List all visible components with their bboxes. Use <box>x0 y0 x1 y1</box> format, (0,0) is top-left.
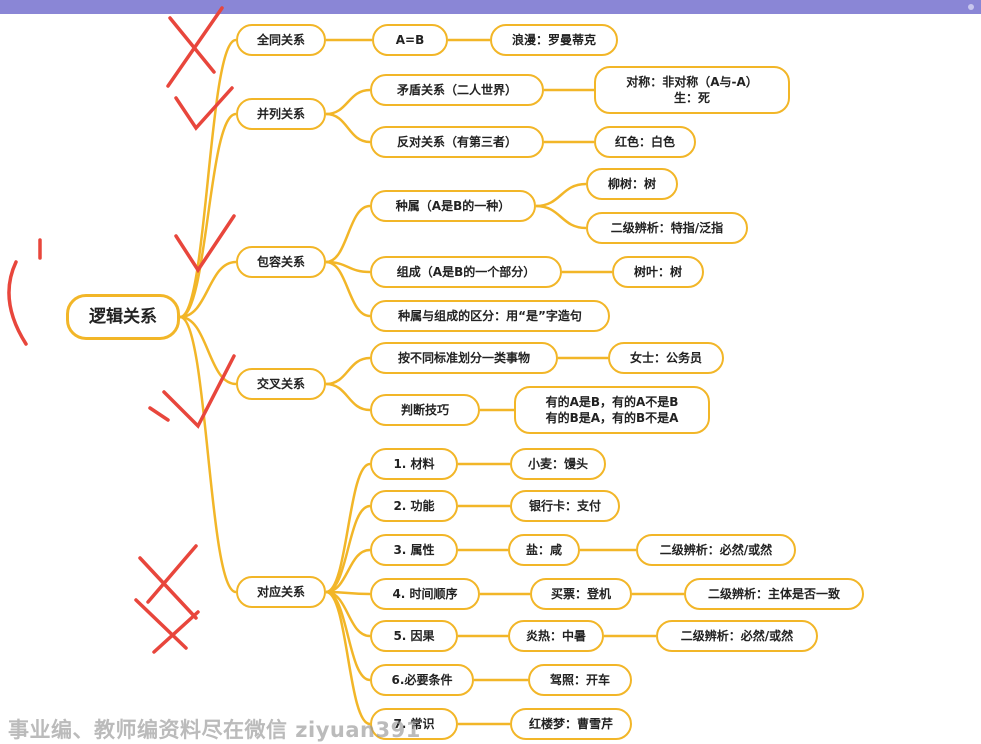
node-zucheng[interactable]: 组成（A是B的一个部分） <box>370 256 562 288</box>
watermark-text: 事业编、教师编资料尽在微信 ziyuan391 <box>8 718 421 742</box>
node-honglou[interactable]: 红楼梦：曹雪芹 <box>510 708 632 740</box>
node-biyao[interactable]: 6.必要条件 <box>370 664 474 696</box>
node-quantong[interactable]: 全同关系 <box>236 24 326 56</box>
connector-node-biaozhun <box>325 356 371 386</box>
node-baorong[interactable]: 包容关系 <box>236 246 326 278</box>
connector-node-gongneng <box>325 504 371 594</box>
node-shijian[interactable]: 4. 时间顺序 <box>370 578 480 610</box>
node-a-equals-b[interactable]: A=B <box>372 24 448 56</box>
node-gongneng[interactable]: 2. 功能 <box>370 490 458 522</box>
node-panduan[interactable]: 判断技巧 <box>370 394 480 426</box>
node-duiying[interactable]: 对应关系 <box>236 576 326 608</box>
connector-node-binglie <box>179 112 237 319</box>
connector-node-erji-tezhi <box>535 204 587 230</box>
node-nvshi[interactable]: 女士：公务员 <box>608 342 724 374</box>
window-control-icon[interactable] <box>968 4 974 10</box>
connector-node-quantong <box>179 38 237 319</box>
node-yan[interactable]: 盐：咸 <box>508 534 580 566</box>
node-fandui[interactable]: 反对关系（有第三者） <box>370 126 544 158</box>
connector-node-liushu <box>535 182 587 208</box>
node-biaozhun[interactable]: 按不同标准划分一类事物 <box>370 342 558 374</box>
node-jiaocha[interactable]: 交叉关系 <box>236 368 326 400</box>
node-cailiao[interactable]: 1. 材料 <box>370 448 458 480</box>
connector-node-qufen <box>325 260 371 318</box>
node-erji-biran-2[interactable]: 二级辨析：必然/或然 <box>656 620 818 652</box>
node-erji-tezhi[interactable]: 二级辨析：特指/泛指 <box>586 212 748 244</box>
node-yanre[interactable]: 炎热：中暑 <box>508 620 604 652</box>
node-shuye[interactable]: 树叶：树 <box>612 256 704 288</box>
root-node[interactable]: 逻辑关系 <box>66 294 180 340</box>
connector-node-duiying <box>179 315 237 594</box>
connector-node-fandui <box>325 112 371 144</box>
connector-node-cailiao <box>325 462 371 594</box>
node-duicheng[interactable]: 对称：非对称（A与-A） 生：死 <box>594 66 790 114</box>
node-xiaomai[interactable]: 小麦：馒头 <box>510 448 606 480</box>
node-langman[interactable]: 浪漫：罗曼蒂克 <box>490 24 618 56</box>
node-youde[interactable]: 有的A是B，有的A不是B 有的B是A，有的B不是A <box>514 386 710 434</box>
connector-node-biyao <box>325 590 371 682</box>
node-liushu[interactable]: 柳树：树 <box>586 168 678 200</box>
node-hongse[interactable]: 红色：白色 <box>594 126 696 158</box>
node-changshi[interactable]: 7. 常识 <box>370 708 458 740</box>
node-yinguo[interactable]: 5. 因果 <box>370 620 458 652</box>
node-erji-zhuti[interactable]: 二级辨析：主体是否一致 <box>684 578 864 610</box>
connector-node-maodun <box>325 88 371 116</box>
node-maodun[interactable]: 矛盾关系（二人世界） <box>370 74 544 106</box>
node-qufen[interactable]: 种属与组成的区分：用“是”字造句 <box>370 300 610 332</box>
node-erji-biran-1[interactable]: 二级辨析：必然/或然 <box>636 534 796 566</box>
connector-node-zhongshu <box>325 204 371 264</box>
window-title-bar <box>0 0 981 14</box>
connector-node-changshi <box>325 590 371 726</box>
node-shuxing[interactable]: 3. 属性 <box>370 534 458 566</box>
node-yinhangka[interactable]: 银行卡：支付 <box>510 490 620 522</box>
node-zhongshu[interactable]: 种属（A是B的一种） <box>370 190 536 222</box>
node-binglie[interactable]: 并列关系 <box>236 98 326 130</box>
connector-node-panduan <box>325 382 371 412</box>
node-maipiao[interactable]: 买票：登机 <box>530 578 632 610</box>
node-jiazhao[interactable]: 驾照：开车 <box>528 664 632 696</box>
